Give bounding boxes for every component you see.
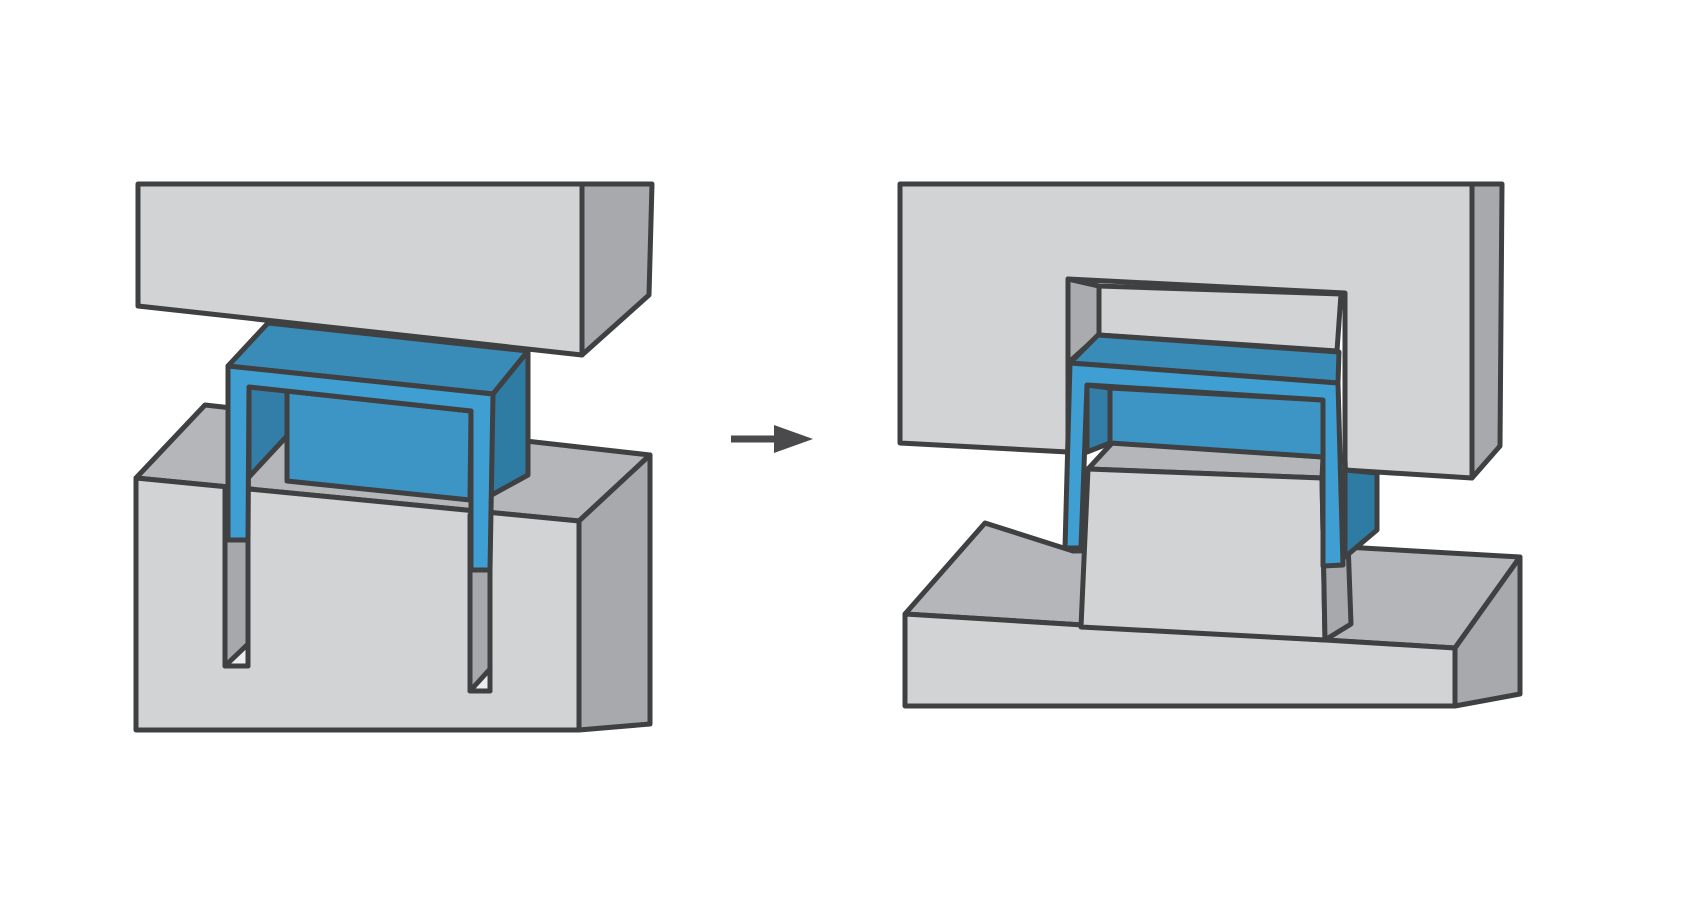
part-front-frame: [225, 363, 496, 573]
lower-die-front-face: [133, 475, 582, 733]
figure-pressed-state: [897, 181, 1523, 709]
slot-left-end: [222, 641, 251, 669]
upper-die-side-face: [1469, 181, 1505, 481]
upper-die-side-face: [579, 181, 655, 358]
part-front-frame: [1062, 360, 1346, 569]
part-side-face: [1342, 467, 1380, 560]
upper-die-front-face: [135, 181, 585, 358]
base-side-face: [1452, 554, 1523, 709]
transition-arrow: [731, 425, 813, 453]
part-inner-left-jamb: [1084, 382, 1113, 455]
arrow-head: [774, 425, 813, 453]
boss-front-face: [1078, 466, 1328, 643]
figure-open-state: [133, 181, 655, 733]
slot-right-end: [467, 666, 493, 694]
lower-die-side-face: [576, 452, 653, 733]
